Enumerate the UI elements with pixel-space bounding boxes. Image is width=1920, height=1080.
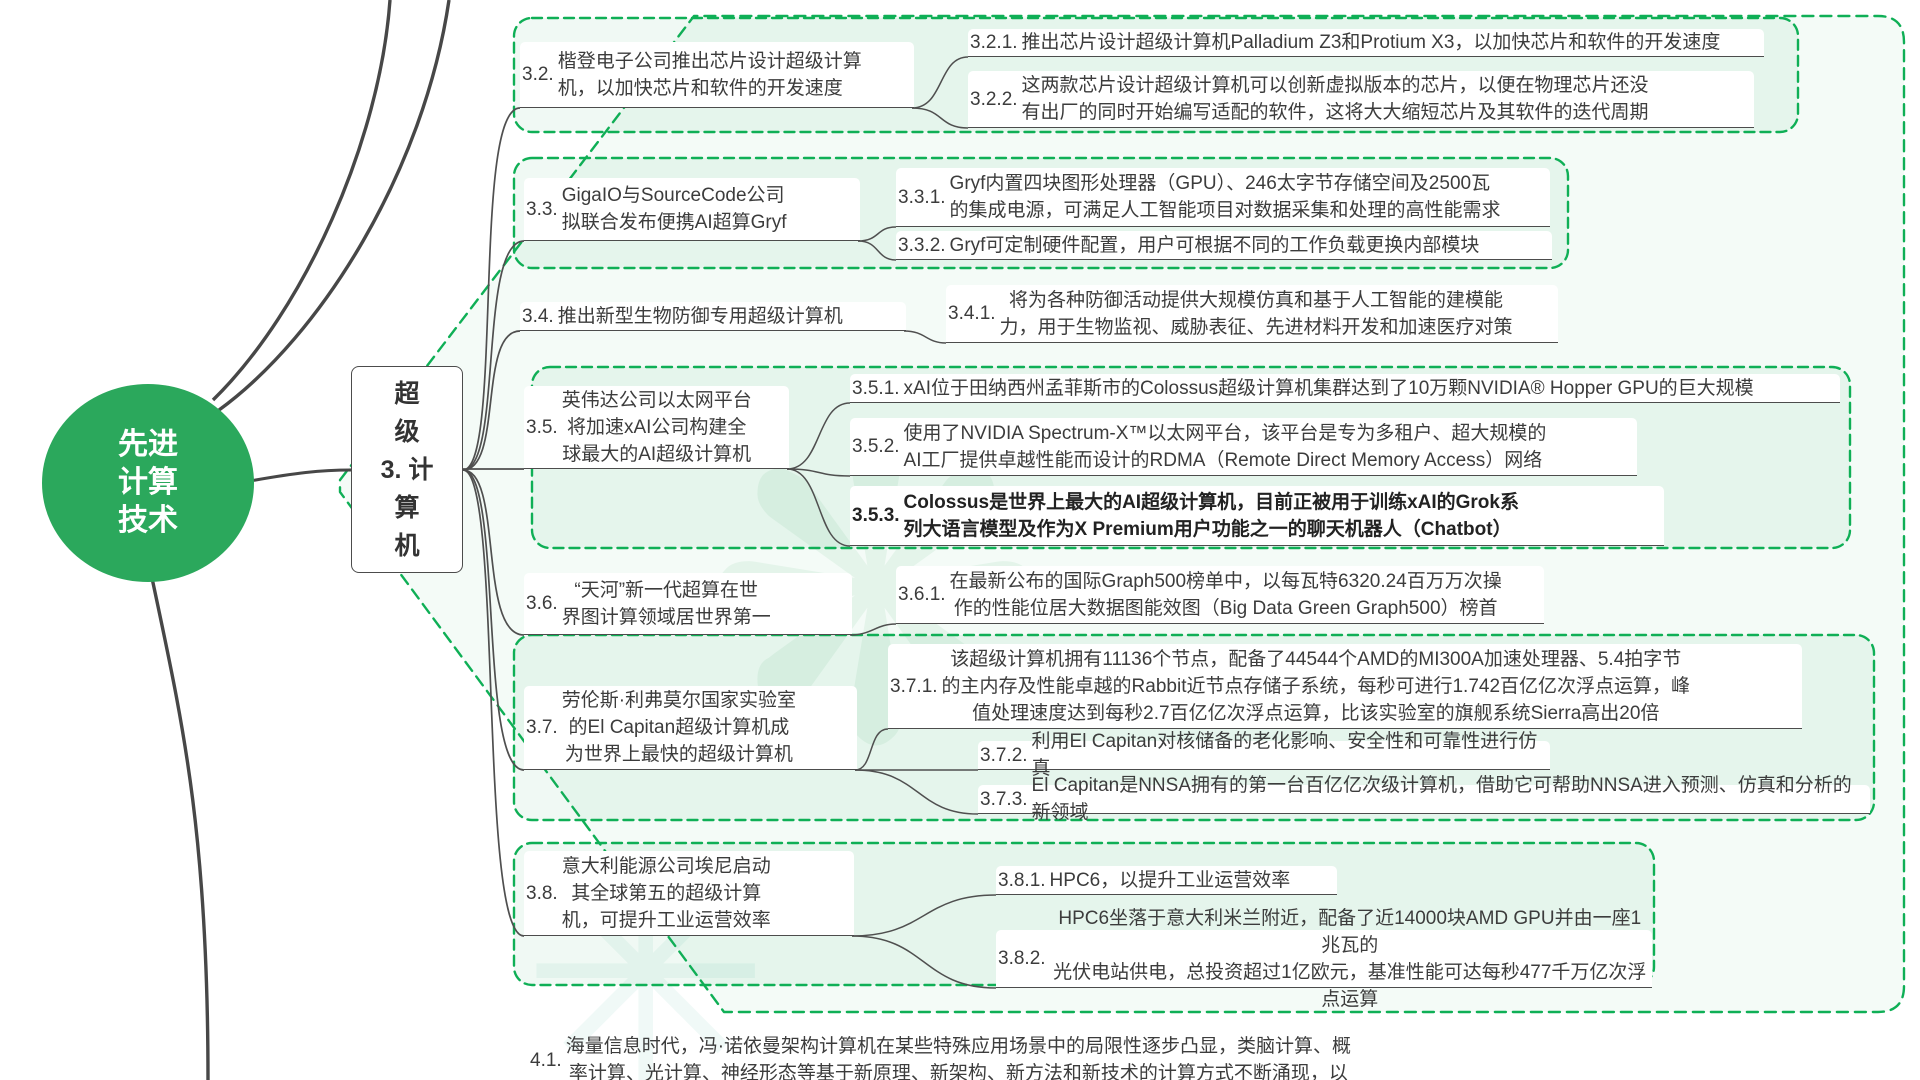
topic3-connectors [462, 107, 525, 937]
node-number: 3.5.3. [852, 505, 900, 526]
fork-3-5-3 [786, 468, 851, 547]
branch-line-topic3 [249, 468, 352, 483]
branch-line-up-2 [217, 0, 451, 412]
node-label: El Capitan是NNSA拥有的第一台百亿亿次级计算机，借助它可帮助NNSA… [1031, 775, 1852, 823]
node-label: Gryf可定制硬件配置，用户可根据不同的工作负载更换内部模块 [949, 234, 1480, 256]
node-3-5-2[interactable]: 3.5.2. 使用了NVIDIA Spectrum-X™以太网平台，该平台是专为… [850, 418, 1637, 476]
node-4-1[interactable]: 4.1. 海量信息时代，冯·诺依曼架构计算机在某些特殊应用场景中的局限性逐步凸显… [528, 1032, 1402, 1080]
node-3-6[interactable]: 3.6. “天河”新一代超算在世 界图计算领域居世界第一 [524, 573, 852, 635]
node-number: 3.7.2. [980, 744, 1028, 766]
connector-3-2 [462, 107, 521, 471]
node-3-8-1[interactable]: 3.8.1. HPC6，以提升工业运营效率 [996, 866, 1337, 895]
node-number: 3.5. [526, 416, 558, 438]
node-label: 推出芯片设计超级计算机Palladium Z3和Protium X3，以加快芯片… [1021, 32, 1721, 53]
main-branch-lines [150, 0, 451, 1080]
fork-3-2-2 [911, 107, 969, 129]
node-label: HPC6，以提升工业运营效率 [1049, 869, 1291, 891]
fork-3-5-1 [786, 402, 851, 470]
connector-3-7 [462, 469, 525, 771]
node-3-6-1[interactable]: 3.6.1. 在最新公布的国际Graph500榜单中，以每瓦特6320.24百万… [896, 566, 1544, 624]
node-number: 3.3.1. [898, 186, 946, 208]
node-3-4-1[interactable]: 3.4.1. 将为各种防御活动提供大规模仿真和基于人工智能的建模能 力，用于生物… [946, 285, 1558, 343]
node-label: 利用El Capitan对核储备的老化影响、安全性和可靠性进行仿真 [1031, 731, 1538, 779]
node-3-7[interactable]: 3.7. 劳伦斯·利弗莫尔国家实验室 的El Capitan超级计算机成 为世界… [524, 686, 857, 770]
fork-3-5-2 [786, 468, 851, 477]
central-topic-label: 先进 计算 技术 [118, 428, 178, 537]
fork-3-7-1 [854, 728, 889, 771]
fork-3-8-1 [851, 894, 997, 937]
node-number: 3.8.2. [998, 948, 1046, 969]
fork-3-3-2 [857, 240, 897, 261]
node-3-4[interactable]: 3.4. 推出新型生物防御专用超级计算机 [520, 302, 906, 331]
fork-connectors [786, 56, 997, 989]
node-label: HPC6坐落于意大利米兰附近，配备了近14000块AMD GPU并由一座1兆瓦的… [1053, 907, 1647, 1010]
node-3-3-2[interactable]: 3.3.2. Gryf可定制硬件配置，用户可根据不同的工作负载更换内部模块 [896, 231, 1552, 260]
node-3-5[interactable]: 3.5. 英伟达公司以太网平台 将加速xAI公司构建全 球最大的AI超级计算机 [524, 386, 789, 469]
node-number: 3.8. [526, 882, 558, 904]
central-topic[interactable]: 先进 计算 技术 [42, 384, 254, 582]
fork-3-8-2 [851, 935, 997, 989]
node-number: 3.3.2. [898, 234, 946, 256]
node-label: 将为各种防御活动提供大规模仿真和基于人工智能的建模能 力，用于生物监视、威胁表征… [999, 289, 1513, 338]
node-number: 3.4. [522, 305, 554, 327]
node-label: 使用了NVIDIA Spectrum-X™以太网平台，该平台是专为多租户、超大规… [903, 422, 1547, 471]
node-number: 3.7. [526, 717, 558, 738]
node-label: Colossus是世界上最大的AI超级计算机，目前正被用于训练xAI的Grok系… [903, 491, 1519, 540]
fork-3-4-1 [903, 330, 947, 344]
node-label: GigaIO与SourceCode公司 拟联合发布便携AI超算Gryf [561, 185, 787, 233]
node-number: 3.2. [522, 64, 554, 85]
node-label: 楷登电子公司推出芯片设计超级计算 机，以加快芯片和软件的开发速度 [557, 50, 862, 99]
node-3-2-2[interactable]: 3.2.2. 这两款芯片设计超级计算机可以创新虚拟版本的芯片，以便在物理芯片还没… [968, 71, 1754, 128]
node-number: 3.7.1. [890, 675, 938, 697]
fork-3-7-3 [854, 769, 979, 815]
node-number: 4.1. [530, 1049, 562, 1071]
node-label: 英伟达公司以太网平台 将加速xAI公司构建全 球最大的AI超级计算机 [561, 389, 752, 465]
node-number: 3.5.2. [852, 436, 900, 457]
node-number: 3.2.1. [970, 32, 1018, 53]
connector-3-8 [462, 469, 525, 937]
node-label: Gryf内置四块图形处理器（GPU）、246太字节存储空间及2500瓦 的集成电… [949, 173, 1501, 221]
node-3-3-1[interactable]: 3.3.1. Gryf内置四块图形处理器（GPU）、246太字节存储空间及250… [896, 168, 1550, 227]
node-3-7-3[interactable]: 3.7.3. El Capitan是NNSA拥有的第一台百亿亿次级计算机，借助它… [978, 775, 1870, 823]
node-3-5-3[interactable]: 3.5.3. Colossus是世界上最大的AI超级计算机，目前正被用于训练xA… [850, 486, 1664, 546]
branch-line-up-1 [211, 0, 392, 402]
node-number: 3.6.1. [898, 584, 946, 605]
node-3-3[interactable]: 3.3. GigaIO与SourceCode公司 拟联合发布便携AI超算Gryf [524, 178, 860, 241]
node-label: “天河”新一代超算在世 界图计算领域居世界第一 [561, 579, 771, 628]
node-number: 3.7.3. [980, 788, 1028, 810]
node-number: 3.4.1. [948, 303, 996, 324]
node-number: 3.8.1. [998, 869, 1046, 891]
connector-3-4 [462, 330, 521, 471]
connector-3-3 [462, 240, 525, 471]
node-label: 意大利能源公司埃尼启动 其全球第五的超级计算 机，可提升工业运营效率 [561, 855, 771, 931]
node-number: 3.3. [526, 198, 558, 220]
node-label: 这两款芯片设计超级计算机可以创新虚拟版本的芯片，以便在物理芯片还没 有出厂的同时… [1021, 75, 1649, 123]
node-label: 该超级计算机拥有11136个节点，配备了44544个AMD的MI300A加速处理… [941, 648, 1691, 724]
node-label: 在最新公布的国际Graph500榜单中，以每瓦特6320.24百万万次操 作的性… [949, 570, 1502, 619]
node-3-5-1[interactable]: 3.5.1. xAI位于田纳西州孟菲斯市的Colossus超级计算机集群达到了1… [850, 374, 1840, 403]
node-label: 劳伦斯·利弗莫尔国家实验室 的El Capitan超级计算机成 为世界上最快的超… [561, 690, 797, 765]
connector-3-6 [462, 469, 525, 636]
node-3-7-1[interactable]: 3.7.1. 该超级计算机拥有11136个节点，配备了44544个AMD的MI3… [888, 644, 1802, 729]
branch-line-down [150, 577, 210, 1080]
node-3-8[interactable]: 3.8. 意大利能源公司埃尼启动 其全球第五的超级计算 机，可提升工业运营效率 [524, 851, 854, 936]
node-3-2-1[interactable]: 3.2.1. 推出芯片设计超级计算机Palladium Z3和Protium X… [968, 29, 1764, 57]
node-number: 3.5.1. [852, 377, 900, 399]
node-label: 推出新型生物防御专用超级计算机 [557, 305, 843, 327]
main-topic-3[interactable]: 超 级 3. 计 算 机 [351, 366, 463, 573]
main-topic-3-label: 超 级 3. 计 算 机 [380, 379, 434, 560]
fork-3-6-1 [849, 623, 897, 636]
node-label: 海量信息时代，冯·诺依曼架构计算机在某些特殊应用场景中的局限性逐步凸显，类脑计算… [565, 1036, 1352, 1080]
node-3-2[interactable]: 3.2. 楷登电子公司推出芯片设计超级计算 机，以加快芯片和软件的开发速度 [520, 42, 914, 108]
node-number: 3.6. [526, 593, 558, 614]
node-3-7-2[interactable]: 3.7.2. 利用El Capitan对核储备的老化影响、安全性和可靠性进行仿真 [978, 731, 1550, 779]
node-label: xAI位于田纳西州孟菲斯市的Colossus超级计算机集群达到了10万颗NVID… [903, 377, 1754, 399]
fork-3-2-1 [911, 56, 969, 109]
node-number: 3.2.2. [970, 88, 1018, 110]
node-3-8-2[interactable]: 3.8.2. HPC6坐落于意大利米兰附近，配备了近14000块AMD GPU并… [996, 908, 1652, 1010]
